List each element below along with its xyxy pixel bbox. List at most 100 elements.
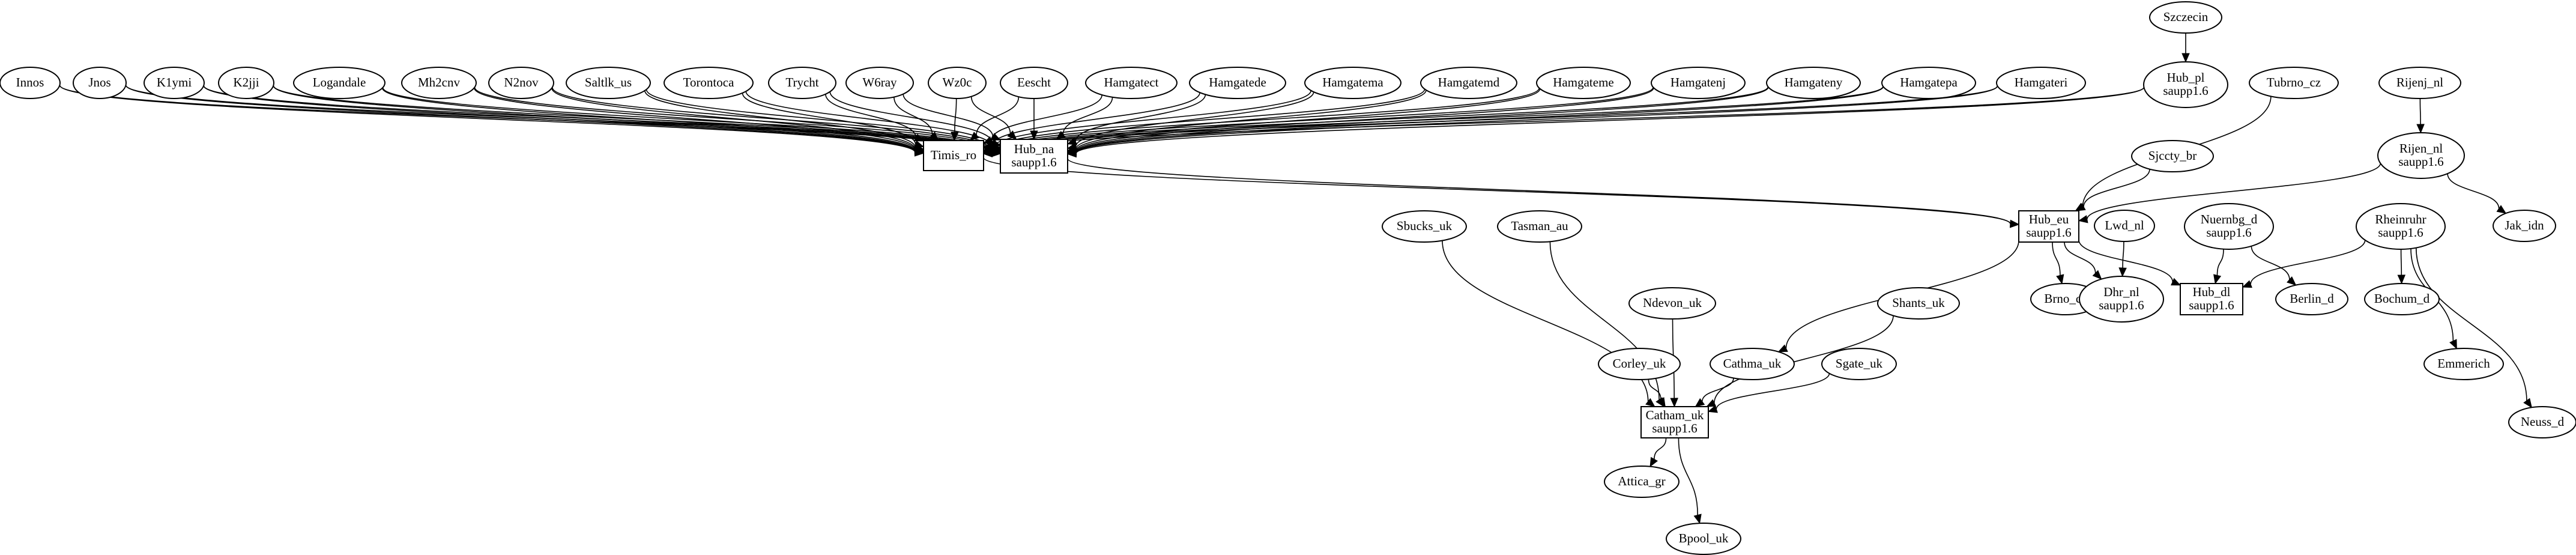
node-label: Hub_dl (2193, 285, 2231, 299)
edge-line (829, 91, 993, 144)
edge-sgate_uk-to-catham_uk (1707, 373, 1830, 413)
node-ellipse-shape (845, 67, 914, 99)
node-label: Shants_uk (1892, 296, 1945, 310)
node-saltlk-us[interactable]: Saltlk_us (566, 67, 651, 99)
node-hamgatemd[interactable]: Hamgatemd (1420, 67, 1517, 99)
node-bochum-d[interactable]: Bochum_d (2364, 283, 2440, 315)
node-jnos[interactable]: Jnos (73, 67, 127, 99)
node-box-shape (2180, 283, 2243, 315)
edge-line (893, 97, 933, 135)
edge-line (2052, 241, 2061, 276)
node-neuss-d[interactable]: Neuss_d (2508, 406, 2576, 438)
edge-w6ray-to-timis_ro (893, 97, 939, 141)
node-label: K2jji (233, 75, 259, 89)
arrowhead (2496, 205, 2507, 214)
node-lwd-nl[interactable]: Lwd_nl (2094, 210, 2155, 242)
edge-szczecin-to-hub_pl (2181, 32, 2190, 63)
node-hamgatede[interactable]: Hamgatede (1189, 67, 1286, 99)
node-ellipse-shape (2364, 283, 2440, 315)
node-ellipse-shape (1598, 348, 1681, 380)
node-sgate-uk[interactable]: Sgate_uk (1821, 348, 1897, 380)
node-timis-ro[interactable]: Timis_ro (923, 140, 984, 171)
node-k2jji[interactable]: K2jji (218, 67, 274, 99)
node-label: Nuernbg_d (2201, 212, 2258, 226)
edge-line (2216, 249, 2224, 276)
node-label: Attica_gr (1618, 474, 1665, 488)
edge-rheinruhr-to-neuss_d (2416, 247, 2532, 408)
node-wz0c[interactable]: Wz0c (928, 67, 987, 99)
arrowhead (1695, 398, 1705, 407)
node-bpool-uk[interactable]: Bpool_uk (1666, 523, 1741, 555)
edge-line (474, 88, 916, 151)
node-jak-idn[interactable]: Jak_idn (2493, 210, 2556, 242)
node-ellipse-shape (1821, 348, 1897, 380)
edge-line (1654, 437, 1667, 459)
node-szczecin[interactable]: Szczecin (2149, 1, 2222, 34)
node-label: Sbucks_uk (1397, 219, 1453, 233)
node-label: Hamgatede (1209, 75, 1266, 89)
node-hamgatect[interactable]: Hamgatect (1085, 67, 1178, 99)
node-berlin-d[interactable]: Berlin_d (2275, 283, 2348, 315)
node-hamgateme[interactable]: Hamgateme (1536, 67, 1631, 99)
node-box-shape (1640, 406, 1709, 438)
node-k1ymi[interactable]: K1ymi (144, 67, 205, 99)
arrowhead (2181, 53, 2190, 63)
node-ellipse-shape (768, 67, 836, 99)
node-corley-uk[interactable]: Corley_uk (1598, 348, 1681, 380)
node-hamgatenj[interactable]: Hamgatenj (1651, 67, 1746, 99)
node-label: Innos (16, 75, 44, 89)
edge-nuernbg_d-to-hub_dl (2213, 249, 2224, 285)
node-label: Bochum_d (2374, 291, 2430, 306)
node-label: Lwd_nl (2105, 218, 2144, 232)
node-ellipse-shape (144, 67, 205, 99)
node-label: Hamgateme (1553, 75, 1613, 89)
edge-line (1062, 97, 1113, 135)
node-mh2cnv[interactable]: Mh2cnv (401, 67, 477, 99)
node-tasman-au[interactable]: Tasman_au (1497, 210, 1582, 243)
node-cathma-uk[interactable]: Cathma_uk (1710, 348, 1795, 380)
node-tubrno-cz[interactable]: Tubrno_cz (2249, 67, 2339, 99)
node-ellipse-shape (2079, 276, 2164, 323)
edge-line (2400, 249, 2402, 276)
edge-line (1075, 86, 2145, 154)
node-torontoca[interactable]: Torontoca (664, 67, 754, 99)
node-emmerich[interactable]: Emmerich (2423, 348, 2504, 380)
edge-line (1714, 315, 1894, 403)
node-w6ray[interactable]: W6ray (845, 67, 914, 99)
node-label: Torontoca (683, 75, 735, 89)
node-label: Sjccty_br (2148, 148, 2197, 163)
node-hamgateri[interactable]: Hamgateri (1996, 67, 2086, 99)
node-sbucks-uk[interactable]: Sbucks_uk (1382, 210, 1467, 243)
node-ndevon-uk[interactable]: Ndevon_uk (1628, 287, 1716, 320)
node-innos[interactable]: Innos (0, 67, 61, 99)
node-box-shape (2018, 210, 2079, 243)
node-logandale[interactable]: Logandale (293, 67, 385, 99)
node-hamgateny[interactable]: Hamgateny (1766, 67, 1861, 99)
node-label: saupp1.6 (2189, 298, 2234, 312)
node-n2nov[interactable]: N2nov (488, 67, 554, 99)
node-sjccty-br[interactable]: Sjccty_br (2131, 140, 2214, 172)
node-shants-uk[interactable]: Shants_uk (1877, 287, 1960, 320)
node-hamgatema[interactable]: Hamgatema (1304, 67, 1401, 99)
node-attica-gr[interactable]: Attica_gr (1604, 466, 1680, 498)
node-hamgatepa[interactable]: Hamgatepa (1881, 67, 1976, 99)
node-ellipse-shape (2423, 348, 2504, 380)
node-trycht[interactable]: Trycht (768, 67, 836, 99)
edge-line (2447, 173, 2500, 209)
edge-catham_uk-to-attica_gr (1649, 437, 1667, 467)
node-rijenj-nl[interactable]: Rijenj_nl (2378, 67, 2461, 99)
node-label: saupp1.6 (2026, 225, 2071, 240)
node-label: Hamgateri (2015, 75, 2068, 89)
node-ellipse-shape (2131, 140, 2214, 172)
node-eescht[interactable]: Eescht (1000, 67, 1068, 99)
node-ellipse-shape (1628, 287, 1716, 320)
